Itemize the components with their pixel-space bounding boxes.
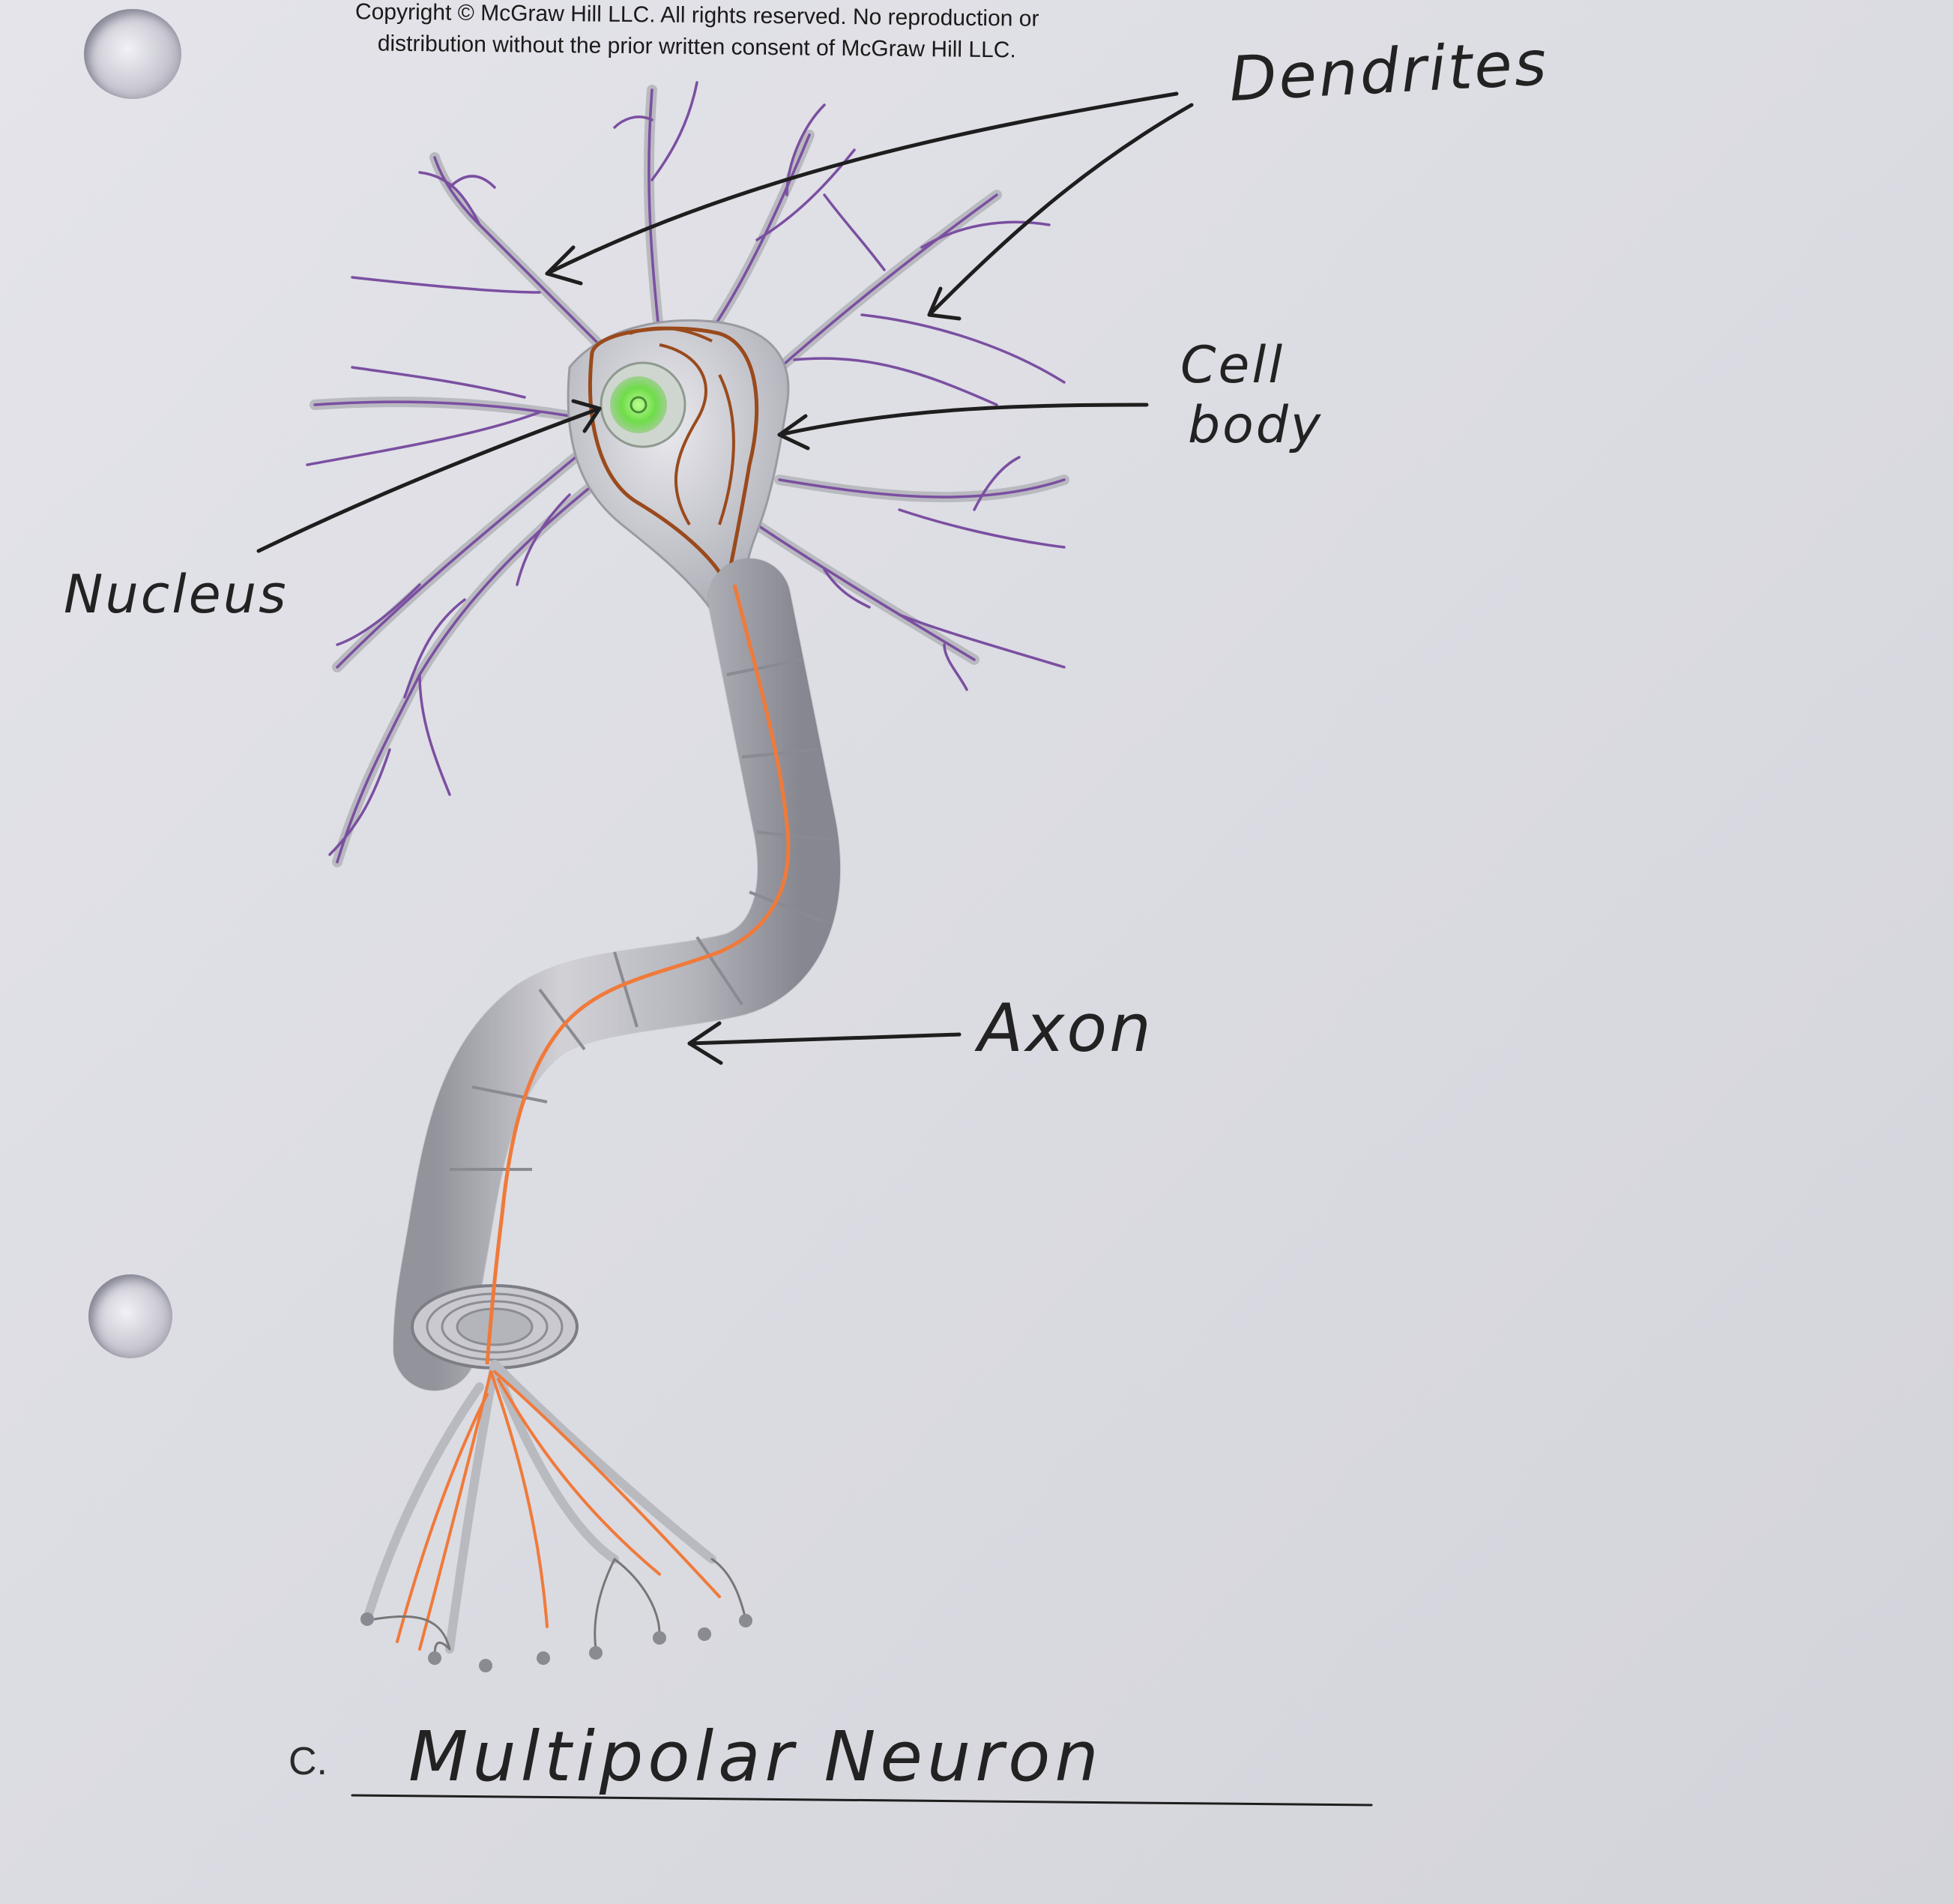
dendrite-tree — [306, 81, 1069, 867]
myelin-sheath-segments — [450, 658, 833, 1171]
caption-answer: Multipolar Neuron — [408, 1717, 1103, 1797]
label-arrows — [256, 91, 1373, 1807]
answer-underline — [351, 1794, 1373, 1807]
nucleus — [600, 361, 686, 448]
axon-cut-end — [411, 1284, 579, 1370]
label-cell-body-line-1: Cell — [1180, 336, 1285, 395]
nucleus-arrow — [256, 406, 602, 553]
label-nucleus: Nucleus — [64, 564, 289, 625]
dendrites-arrow-2 — [927, 103, 1194, 317]
label-axon: Axon — [978, 989, 1153, 1067]
binder-hole-bottom — [88, 1274, 172, 1358]
binder-hole-top — [84, 9, 181, 99]
axon-terminals — [360, 1360, 752, 1672]
axon — [393, 558, 841, 1391]
caption-letter: C. — [289, 1740, 327, 1783]
label-cell-body-line-2: body — [1188, 396, 1323, 455]
cell-body-arrow — [777, 403, 1149, 437]
axon-arrow — [687, 1032, 962, 1046]
synaptic-knobs — [360, 1612, 752, 1672]
dendrites-arrow-1 — [545, 91, 1179, 276]
